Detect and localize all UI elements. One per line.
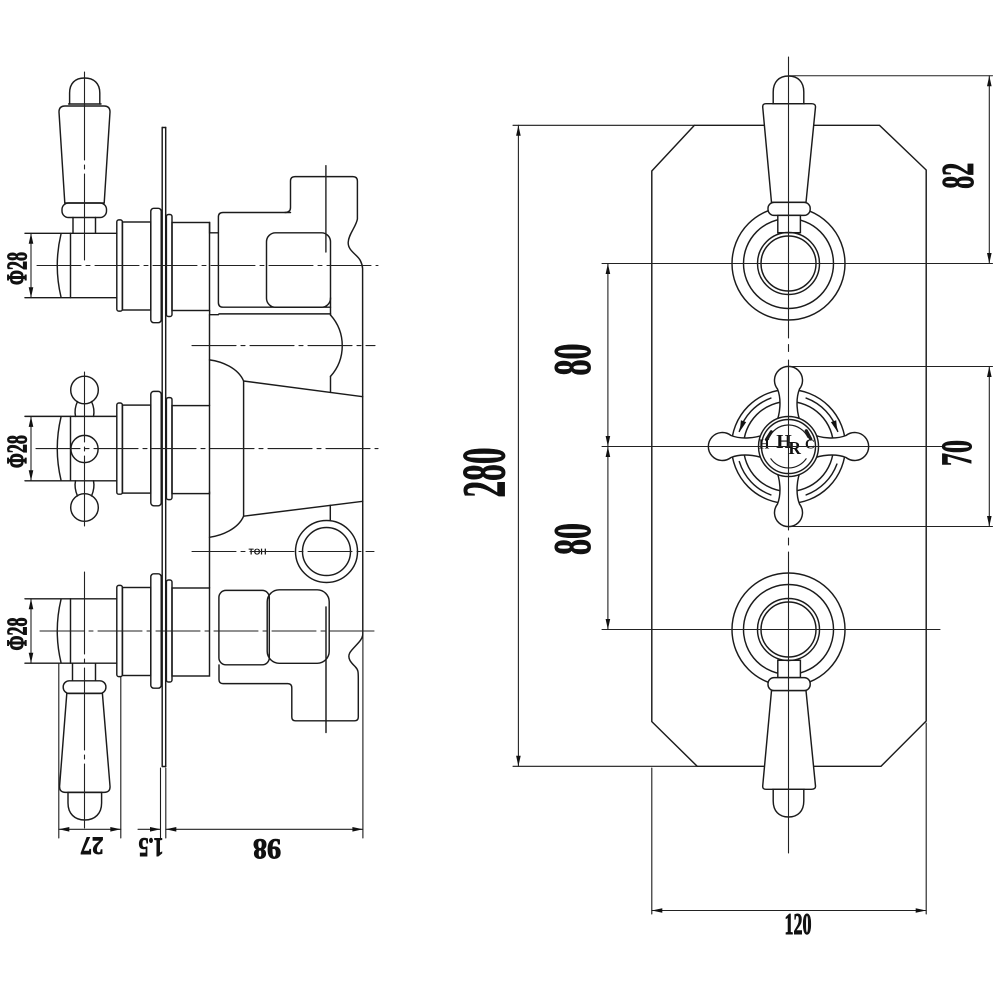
svg-text:C: C [805, 436, 815, 451]
svg-text:Φ28: Φ28 [3, 618, 34, 651]
svg-text:R: R [788, 438, 801, 458]
svg-text:80: 80 [544, 344, 602, 376]
svg-text:27: 27 [80, 832, 103, 861]
svg-text:70: 70 [934, 440, 981, 466]
svg-text:98: 98 [253, 833, 281, 864]
svg-text:120: 120 [784, 907, 811, 941]
svg-text:82: 82 [933, 163, 983, 189]
svg-text:Φ28: Φ28 [3, 252, 34, 285]
svg-text:1.5: 1.5 [139, 832, 164, 861]
svg-text:Φ28: Φ28 [3, 435, 34, 468]
svg-text:80: 80 [544, 523, 602, 555]
svg-text:H: H [759, 436, 770, 451]
svg-text:280: 280 [451, 448, 519, 498]
